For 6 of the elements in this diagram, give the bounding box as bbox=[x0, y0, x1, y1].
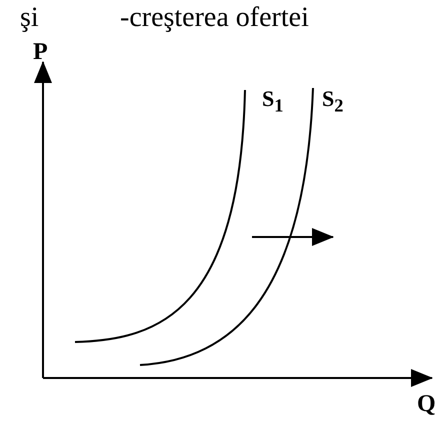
axis-label: Q bbox=[417, 392, 436, 416]
curve-label: S$_{1}$ bbox=[262, 88, 284, 115]
chart-title: -creşterea ofertei bbox=[120, 4, 309, 32]
curve-label: S$_{2}$ bbox=[322, 88, 344, 115]
connector-word: şi bbox=[20, 4, 39, 32]
axis-label: P bbox=[33, 40, 48, 64]
